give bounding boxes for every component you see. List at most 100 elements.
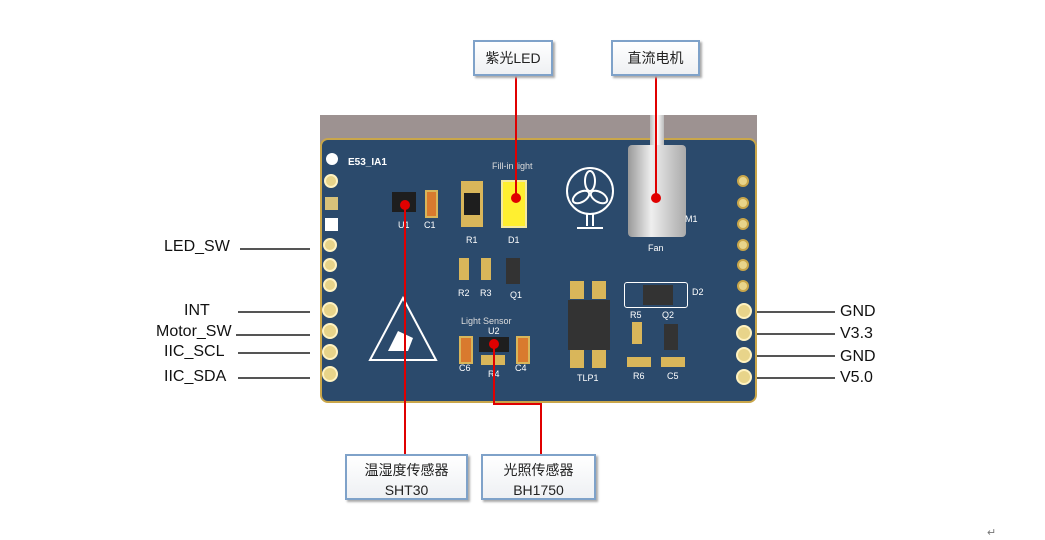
- pin: [737, 280, 749, 292]
- marker-dot: [400, 200, 410, 210]
- callout-title: 光照传感器: [503, 462, 574, 478]
- silk-q2: Q2: [662, 310, 675, 320]
- q2-transistor: [664, 324, 678, 350]
- pin: [737, 175, 749, 187]
- marker-dot: [489, 339, 499, 349]
- d2-diode: [624, 282, 688, 308]
- pin: [323, 238, 337, 252]
- pin: [736, 325, 752, 341]
- pin-line: [238, 311, 310, 313]
- pin: [322, 344, 338, 360]
- fan-icon: [566, 167, 614, 229]
- c5-capacitor: [661, 357, 685, 367]
- pin-label-led-sw: LED_SW: [164, 238, 230, 255]
- pin-label-gnd: GND: [840, 303, 876, 320]
- motor-shaft: [650, 115, 664, 147]
- pin: [322, 323, 338, 339]
- leader-line-uv-led: [515, 76, 517, 198]
- pin: [737, 259, 749, 271]
- c4-capacitor: [516, 336, 530, 364]
- pin-line: [238, 377, 310, 379]
- pin: [323, 258, 337, 272]
- silk-r1: R1: [466, 235, 478, 245]
- pin-label-gnd-2: GND: [840, 348, 876, 365]
- silk-r3: R3: [480, 288, 492, 298]
- callout-title: 温湿度传感器: [364, 462, 449, 478]
- tlp1-relay: [568, 300, 610, 350]
- r1-resistor: [461, 181, 483, 227]
- silk-fill-light: Fill-in light: [492, 161, 533, 171]
- tlp1-pad: [592, 281, 606, 299]
- leader-line-bh1750: [493, 403, 542, 405]
- r3-resistor: [481, 258, 491, 280]
- pin-line: [240, 248, 310, 250]
- esd-warning-icon: [368, 296, 438, 361]
- silk-q1: Q1: [510, 290, 523, 300]
- silk-c6: C6: [459, 363, 471, 373]
- pin-line: [757, 355, 835, 357]
- silk-c4: C4: [515, 363, 527, 373]
- pin-label-motor-sw: Motor_SW: [156, 323, 232, 340]
- leader-line-bh1750: [493, 344, 495, 405]
- pin-label-int: INT: [184, 302, 210, 319]
- pin-line: [238, 352, 310, 354]
- pin-line: [757, 333, 835, 335]
- silk-r5: R5: [630, 310, 642, 320]
- callout-model: SHT30: [384, 482, 429, 498]
- m1-dc-motor: [628, 145, 686, 237]
- pin: [736, 369, 752, 385]
- paragraph-mark-icon: ↵: [987, 527, 997, 539]
- pin: [322, 366, 338, 382]
- silk-fan: Fan: [648, 243, 664, 253]
- pin: [325, 197, 338, 210]
- callout-light-sensor: 光照传感器 BH1750: [481, 454, 596, 500]
- pin: [325, 218, 338, 231]
- callout-dc-motor: 直流电机: [611, 40, 700, 76]
- pin: [736, 347, 752, 363]
- pin-label-iic-scl: IIC_SCL: [164, 343, 225, 360]
- leader-line-motor: [655, 76, 657, 198]
- c6-capacitor: [459, 336, 473, 364]
- silk-u2: U2: [488, 326, 500, 336]
- pin: [323, 278, 337, 292]
- leader-line-bh1750: [540, 403, 542, 454]
- pin-line: [757, 311, 835, 313]
- silk-d2: D2: [692, 287, 704, 297]
- pin: [324, 174, 338, 188]
- q1-transistor: [506, 258, 520, 284]
- silk-m1: M1: [685, 214, 698, 224]
- callout-uv-led: 紫光LED: [473, 40, 553, 76]
- pin: [736, 303, 752, 319]
- pin-line: [236, 334, 310, 336]
- pin-label-iic-sda: IIC_SDA: [164, 368, 227, 385]
- silk-light-sensor: Light Sensor: [461, 316, 512, 326]
- pin: [737, 197, 749, 209]
- silk-u1: U1: [398, 220, 410, 230]
- marker-dot: [651, 193, 661, 203]
- c1-capacitor: [425, 190, 438, 218]
- pin: [322, 302, 338, 318]
- tlp1-pad: [570, 281, 584, 299]
- pin: [737, 218, 749, 230]
- pin: [737, 239, 749, 251]
- silk-r2: R2: [458, 288, 470, 298]
- r5-resistor: [632, 322, 642, 344]
- silk-d1: D1: [508, 235, 520, 245]
- callout-temp-humidity-sensor: 温湿度传感器 SHT30: [345, 454, 468, 500]
- board-name: E53_IA1: [348, 157, 387, 168]
- pin-label-v3-3: V3.3: [840, 325, 873, 342]
- leader-line-sht30: [404, 205, 406, 454]
- pin-label-v5-0: V5.0: [840, 369, 873, 386]
- d1-uv-led: [501, 180, 527, 228]
- tlp1-pad: [592, 350, 606, 368]
- callout-model: BH1750: [513, 482, 564, 498]
- pin-line: [757, 377, 835, 379]
- pcb-board: [320, 138, 757, 403]
- r6-resistor: [627, 357, 651, 367]
- silk-tlp1: TLP1: [577, 373, 599, 383]
- mount-hole-icon: [326, 153, 338, 165]
- marker-dot: [511, 193, 521, 203]
- r2-resistor: [459, 258, 469, 280]
- silk-c5: C5: [667, 371, 679, 381]
- silk-r6: R6: [633, 371, 645, 381]
